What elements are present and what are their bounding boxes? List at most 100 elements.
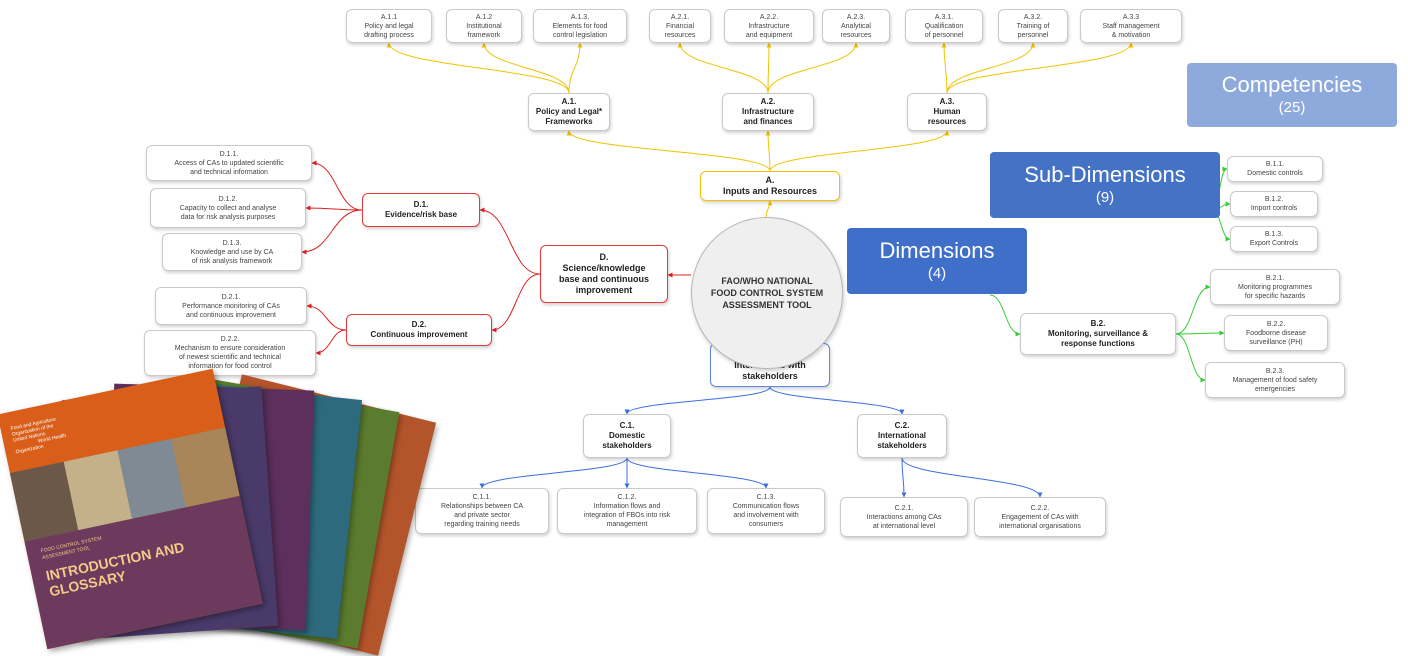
node-label: Training of personnel (1016, 22, 1050, 39)
node-label: Domestic controls (1247, 170, 1303, 177)
node-label: Monitoring, surveillance & response func… (1047, 329, 1148, 348)
edge-a-a1 (566, 130, 771, 172)
subdimension-a2-node[interactable]: A.2. Infrastructure and finances (722, 93, 814, 131)
node-label: Policy and legal drafting process (364, 22, 414, 39)
competency-d22-node[interactable]: D.2.2. Mechanism to ensure consideration… (144, 330, 316, 376)
competency-b23-node[interactable]: B.2.3. Management of food safety emergen… (1205, 362, 1345, 398)
node-code: A.1.3. (570, 13, 590, 21)
competency-c21-node[interactable]: C.2.1. Interactions among CAs at interna… (840, 497, 968, 537)
competency-d13-node[interactable]: D.1.3. Knowledge and use by CA of risk a… (162, 233, 302, 271)
competency-b11-node[interactable]: B.1.1. Domestic controls (1227, 156, 1323, 182)
node-code: D.2. (411, 320, 427, 329)
edge-a2-a23 (767, 42, 859, 94)
node-code: A.3. (939, 97, 955, 106)
node-label: Knowledge and use by CA of risk analysis… (190, 248, 274, 265)
subdimension-c1-node[interactable]: C.1. Domestic stakeholders (583, 414, 671, 458)
subdimension-d1-node[interactable]: D.1. Evidence/risk base (362, 193, 480, 227)
node-code: A.1.1 (380, 13, 398, 21)
edge-b2-b21 (1175, 284, 1211, 335)
subdimension-a3-node[interactable]: A.3. Human resources (907, 93, 987, 131)
subdimension-b2-node[interactable]: B.2. Monitoring, surveillance & response… (1020, 313, 1176, 355)
edge-c1-c13 (626, 457, 769, 489)
competency-d11-node[interactable]: D.1.1. Access of CAs to updated scientif… (146, 145, 312, 181)
competency-a23-node[interactable]: A.2.3. Analytical resources (822, 9, 890, 43)
assessment-tool-center-node[interactable]: FAO/WHO NATIONAL FOOD CONTROL SYSTEM ASS… (691, 217, 843, 369)
node-label: Engagement of CAs with international org… (999, 513, 1081, 530)
node-code: B.2. (1090, 319, 1106, 328)
node-label: Export Controls (1249, 240, 1299, 247)
node-code: A. (765, 175, 775, 185)
dimension-a-node[interactable]: A. Inputs and Resources (700, 171, 840, 201)
competency-a32-node[interactable]: A.3.2. Training of personnel (998, 9, 1068, 43)
competency-a12-node[interactable]: A.1.2 Institutional framework (446, 9, 522, 43)
node-label: Financial resources (664, 22, 696, 39)
competency-b22-node[interactable]: B.2.2. Foodborne disease surveillance (P… (1224, 315, 1328, 351)
node-code: C.2.2. (1030, 504, 1050, 512)
node-label: International stakeholders (877, 431, 927, 450)
competency-d21-node[interactable]: D.2.1. Performance monitoring of CAs and… (155, 287, 307, 325)
edge-d1-d13 (301, 209, 363, 255)
competency-a11-node[interactable]: A.1.1 Policy and legal drafting process (346, 9, 432, 43)
node-code: B.1.1. (1265, 161, 1285, 168)
edge-a1-a13 (568, 42, 583, 94)
competencies-badge: Competencies (25) (1187, 63, 1397, 127)
subdimension-c2-node[interactable]: C.2. International stakeholders (857, 414, 947, 458)
competency-c12-node[interactable]: C.1.2. Information flows and integration… (557, 488, 697, 534)
node-code: A.3.1. (934, 13, 954, 21)
competency-b13-node[interactable]: B.1.3. Export Controls (1230, 226, 1318, 252)
edge-center-a (765, 200, 773, 218)
node-code: A.1.2 (475, 13, 493, 21)
edge-d2-d22 (315, 329, 347, 356)
edge-a3-a32 (946, 42, 1036, 94)
node-code: C.1.2. (617, 494, 637, 501)
dimension-d-node[interactable]: D. Science/knowledge base and continuous… (540, 245, 668, 303)
node-label: Qualification of personnel (924, 22, 964, 39)
edge-c-c2 (769, 386, 905, 415)
competency-a13-node[interactable]: A.1.3. Elements for food control legisla… (533, 9, 627, 43)
node-label: Elements for food control legislation (552, 22, 608, 39)
node-code: C.1. (619, 421, 635, 430)
edge-b2-b22 (1175, 330, 1225, 336)
competency-c11-node[interactable]: C.1.1. Relationships between CA and priv… (415, 488, 549, 534)
node-label: Information flows and integration of FBO… (583, 503, 671, 528)
subdimension-d2-node[interactable]: D.2. Continuous improvement (346, 314, 492, 346)
node-label: Mechanism to ensure consideration of new… (174, 345, 286, 370)
competency-a22-node[interactable]: A.2.2. Infrastructure and equipment (724, 9, 814, 43)
node-label: Capacity to collect and analyse data for… (179, 204, 277, 221)
competency-a33-node[interactable]: A.3.3 Staff management & motivation (1080, 9, 1182, 43)
node-code: D. (599, 252, 609, 262)
node-code: D.2.2. (220, 336, 240, 343)
node-code: C.1.3. (756, 494, 776, 501)
node-label: Access of CAs to updated scientific and … (174, 159, 284, 176)
competency-a21-node[interactable]: A.2.1. Financial resources (649, 9, 711, 43)
node-label: Infrastructure and finances (741, 107, 794, 126)
edge-a1-a11 (386, 42, 570, 94)
node-code: A.2.1. (670, 13, 690, 21)
node-code: B.1.3. (1264, 231, 1284, 238)
edge-a3-a33 (946, 42, 1134, 94)
competency-c13-node[interactable]: C.1.3. Communication flows and involveme… (707, 488, 825, 534)
node-code: D.1. (413, 200, 429, 209)
node-code: D.1.3. (222, 239, 242, 247)
node-label: Institutional framework (466, 22, 502, 39)
competency-a31-node[interactable]: A.3.1. Qualification of personnel (905, 9, 983, 43)
node-label: Evidence/risk base (384, 210, 458, 219)
edge-c2-c22 (901, 457, 1043, 498)
edge-a-a3 (769, 130, 950, 172)
publication-covers: Food and Agriculture Organization of the… (0, 368, 437, 656)
edge-d-d1 (479, 207, 541, 275)
competency-b12-node[interactable]: B.1.2. Import controls (1230, 191, 1318, 217)
edge-d-d2 (491, 273, 541, 333)
edge-c2-c21 (901, 457, 907, 498)
edge-c-c1 (624, 386, 771, 415)
node-label: Communication flows and involvement with… (732, 503, 800, 528)
competency-c22-node[interactable]: C.2.2. Engagement of CAs with internatio… (974, 497, 1106, 537)
subdimension-a1-node[interactable]: A.1. Policy and Legal* Frameworks (528, 93, 610, 131)
competency-b21-node[interactable]: B.2.1. Monitoring programmes for specifi… (1210, 269, 1340, 305)
competency-d12-node[interactable]: D.1.2. Capacity to collect and analyse d… (150, 188, 306, 228)
edge-a3-a31 (941, 42, 948, 94)
node-label: Management of food safety emergencies (1232, 376, 1318, 393)
edge-b2-b23 (1175, 333, 1206, 383)
edge-a2-a22 (766, 42, 772, 94)
node-code: C.1.1. (472, 494, 492, 501)
